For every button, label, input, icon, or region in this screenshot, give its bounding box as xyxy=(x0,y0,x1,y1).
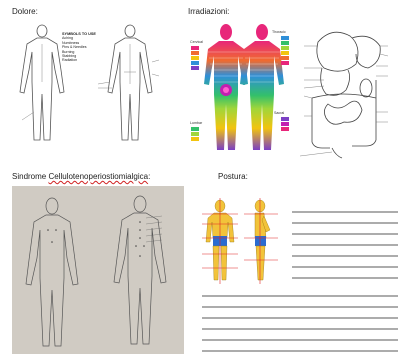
label-sacral: Sacral xyxy=(274,111,284,115)
posture-mannequins xyxy=(200,198,282,284)
label-lumbar: Lumbar xyxy=(190,121,203,125)
label-thoracic: Thoracic xyxy=(272,30,286,34)
sindrome-title-tail: : xyxy=(148,172,150,181)
pain-body-chart: SYMBOLS TO USE Aching Numbness Pins & Ne… xyxy=(12,22,172,144)
sindrome-title: Sindrome Cellulotenoperiostiomialgica: xyxy=(12,172,150,182)
legend-row: Radiation xyxy=(62,58,106,62)
posture-notes-side xyxy=(290,208,400,284)
label-cervical: Cervical xyxy=(190,40,203,44)
postura-title: Postura: xyxy=(218,172,248,182)
irradiazioni-title: Irradiazioni: xyxy=(188,7,229,17)
sindrome-body-outlines xyxy=(12,186,184,354)
pain-symbol-legend: SYMBOLS TO USE Aching Numbness Pins & Ne… xyxy=(62,32,106,63)
sindrome-title-underlined: Cellulotenoperiostiomialgica xyxy=(48,172,148,181)
posture-notes-bottom-lines xyxy=(200,292,400,354)
posture-notes-lines xyxy=(290,208,400,284)
organ-outline-drawing xyxy=(292,24,398,160)
dermatome-chart: Cervical Thoracic Lumbar Sacral xyxy=(188,22,292,156)
sindrome-photo xyxy=(12,186,184,354)
posture-figures xyxy=(200,198,282,284)
dermatome-figures: Cervical Thoracic Lumbar Sacral xyxy=(188,22,292,156)
dolore-title: Dolore: xyxy=(12,7,38,17)
posture-notes-bottom xyxy=(200,292,400,354)
sindrome-title-plain: Sindrome xyxy=(12,172,48,181)
visceral-organ-diagram xyxy=(292,24,398,160)
